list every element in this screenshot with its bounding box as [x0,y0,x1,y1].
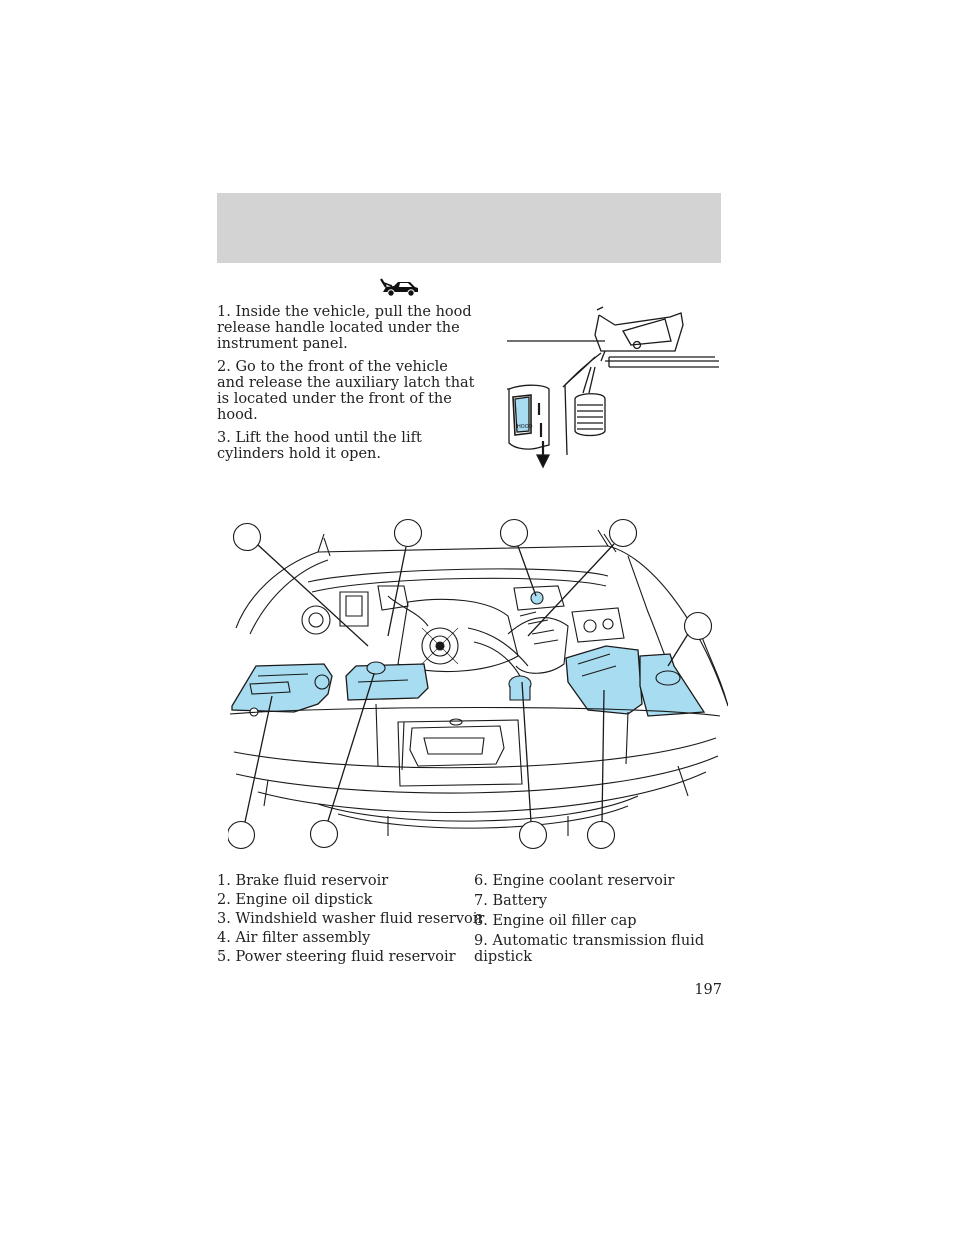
hood-release-illustration: HOOD [505,305,721,473]
legend-item-3: 3. Windshield washer fluid reservoir [217,911,485,927]
legend-item-9: 9. Automatic transmission fluid dipstick [474,933,705,965]
legend-item-4: 4. Air filter assembly [217,930,371,946]
legend-item-6: 6. Engine coolant reservoir [474,873,675,889]
legend-item-2: 2. Engine oil dipstick [217,892,373,908]
step-1: 1. Inside the vehicle, pull the hood rel… [217,304,472,352]
hood-opening-steps: 1. Inside the vehicle, pull the hood rel… [217,304,479,469]
car-hood-open-icon [380,277,420,299]
legend-item-1: 1. Brake fluid reservoir [217,873,389,889]
step-2: 2. Go to the front of the vehicle and re… [217,359,475,423]
page-number: 197 [694,982,722,998]
engine-compartment-illustration [228,516,728,852]
step-3: 3. Lift the hood until the lift cylinder… [217,430,422,462]
legend-item-7: 7. Battery [474,893,548,909]
legend-item-8: 8. Engine oil filler cap [474,913,637,929]
component-legend-left: 1. Brake fluid reservoir 2. Engine oil d… [217,873,485,968]
hood-handle-label: HOOD [517,424,533,430]
legend-item-5: 5. Power steering fluid reservoir [217,949,456,965]
component-legend-right: 6. Engine coolant reservoir 7. Battery 8… [474,873,724,969]
section-header-band [217,193,721,263]
